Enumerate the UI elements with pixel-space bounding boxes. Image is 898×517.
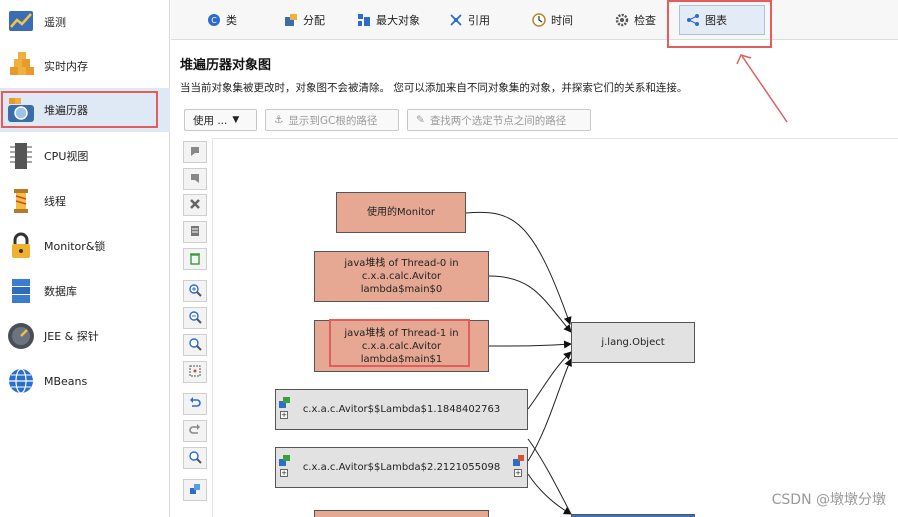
allocation-icon	[284, 13, 298, 27]
edge-lambda1-object	[527, 351, 572, 410]
watermark: CSDN @墩墩分墩	[771, 492, 886, 508]
remove-node-button[interactable]	[183, 194, 207, 216]
database-icon	[6, 276, 36, 306]
page-title: 堆遍历器对象图	[180, 58, 272, 73]
caret-down-icon: ▼	[232, 115, 240, 125]
redo-icon	[188, 423, 202, 440]
probe-icon	[6, 321, 36, 351]
edge-lambda2-down	[527, 473, 572, 515]
zoom-in-button[interactable]	[183, 280, 207, 302]
svg-text:C: C	[211, 16, 217, 25]
sidebar-item-monitor-locks[interactable]: Monitor&锁	[0, 224, 170, 268]
layout-button[interactable]	[183, 479, 207, 501]
fit-icon	[188, 364, 202, 381]
class-node-icon	[279, 455, 290, 466]
search-button[interactable]	[183, 447, 207, 469]
edge-lambda1-down	[527, 438, 572, 515]
undo-icon	[188, 396, 202, 413]
clear-button[interactable]	[183, 248, 207, 270]
find-path-button[interactable]: ✎ 查找两个选定节点之间的路径	[407, 109, 591, 131]
add-incoming-icon	[188, 144, 202, 161]
threads-icon	[6, 186, 36, 216]
sidebar-item-heap-walker[interactable]: 堆遍历器	[0, 88, 170, 132]
expand-plus-icon[interactable]: +	[280, 469, 288, 477]
sidebar-item-threads[interactable]: 线程	[0, 179, 170, 223]
class-node-icon	[279, 397, 290, 408]
tab-biggest-objects[interactable]: 最大对象	[351, 5, 426, 35]
layout-icon	[188, 482, 202, 499]
anchor-icon: ⚓	[274, 114, 284, 126]
gear-icon	[615, 13, 629, 27]
zoom-reset-button[interactable]	[183, 334, 207, 356]
heap-walker-highlight-box	[1, 91, 158, 128]
expand-plus-icon[interactable]: +	[280, 411, 288, 419]
zoom-out-button[interactable]	[183, 307, 207, 329]
pencil-icon: ✎	[416, 114, 425, 126]
node-thread0-stack[interactable]: java堆栈 of Thread-0 in c.x.a.calc.Avitor …	[314, 251, 489, 302]
expand-plus-icon[interactable]: +	[514, 469, 522, 477]
globe-icon	[6, 366, 36, 396]
view-tabs: C 类 分配 最大对象 引用 时间 检查 图表	[171, 0, 898, 40]
telemetry-icon	[6, 7, 36, 37]
trash-icon	[188, 251, 202, 268]
thread1-highlight-box	[329, 319, 470, 367]
node-object[interactable]: j.lang.Object	[571, 322, 695, 363]
zoom-out-icon	[188, 310, 202, 327]
edge-thread1-object	[488, 340, 572, 349]
list-button[interactable]	[183, 221, 207, 243]
list-icon	[188, 224, 202, 241]
edge-monitor-object	[465, 211, 572, 325]
zoom-100-icon	[188, 337, 202, 354]
object-graph-canvas[interactable]: 使用的Monitor java堆栈 of Thread-0 in c.x.a.c…	[212, 138, 898, 517]
close-icon	[188, 197, 202, 214]
node-lambda1[interactable]: + c.x.a.c.Avitor$$Lambda$1.1848402763	[275, 389, 528, 430]
sidebar-item-cpu-view[interactable]: CPU视图	[0, 134, 170, 178]
add-outgoing-icon	[188, 171, 202, 188]
graph-tab-highlight-box	[667, 0, 772, 48]
graph-edges	[465, 211, 572, 515]
sidebar-item-database[interactable]: 数据库	[0, 269, 170, 313]
tab-classes[interactable]: C 类	[201, 5, 243, 35]
tab-time[interactable]: 时间	[526, 5, 579, 35]
references-icon	[449, 13, 463, 27]
heap-walker-icon	[6, 95, 36, 125]
sidebar-item-telemetry[interactable]: 遥测	[0, 0, 170, 44]
sidebar-item-jee-probes[interactable]: JEE & 探针	[0, 314, 170, 358]
fit-content-button[interactable]	[183, 361, 207, 383]
undo-button[interactable]	[183, 393, 207, 415]
zoom-in-icon	[188, 283, 202, 300]
clock-icon	[532, 13, 546, 27]
tab-references[interactable]: 引用	[443, 5, 496, 35]
edge-lambda2-object	[527, 358, 572, 462]
sidebar: 遥测 实时内存 堆遍历器 CPU视图 线程	[0, 0, 170, 517]
node-partial-warm[interactable]	[314, 510, 489, 517]
tab-allocations[interactable]: 分配	[278, 5, 331, 35]
outgoing-ref-icon	[513, 455, 524, 466]
tab-inspections[interactable]: 检查	[609, 5, 662, 35]
biggest-objects-icon	[357, 13, 371, 27]
sidebar-item-mbeans[interactable]: MBeans	[0, 359, 170, 403]
node-partial-blue[interactable]	[571, 514, 695, 517]
live-memory-icon	[6, 51, 36, 81]
redo-button[interactable]	[183, 420, 207, 442]
show-gc-root-button[interactable]: ⚓ 显示到GC根的路径	[265, 109, 399, 131]
node-monitor[interactable]: 使用的Monitor	[336, 192, 466, 233]
node-lambda2[interactable]: + + c.x.a.c.Avitor$$Lambda$2.2121055098	[275, 447, 528, 488]
cpu-icon	[6, 141, 36, 171]
edge-thread0-object	[488, 275, 572, 333]
graph-icon	[686, 13, 700, 27]
node-thread1-stack[interactable]: java堆栈 of Thread-1 in c.x.a.calc.Avitor …	[314, 320, 489, 372]
add-incoming-button[interactable]	[183, 141, 207, 163]
class-icon: C	[207, 13, 221, 27]
sidebar-item-live-memory[interactable]: 实时内存	[0, 44, 170, 88]
lock-icon	[6, 231, 36, 261]
tab-graph[interactable]: 图表	[679, 5, 765, 35]
page-description: 当当前对象集被更改时，对象图不会被清除。 您可以添加来自不同对象集的对象，并探索…	[180, 82, 688, 94]
use-dropdown-button[interactable]: 使用 ... ▼	[184, 109, 257, 131]
search-icon	[188, 450, 202, 467]
add-outgoing-button[interactable]	[183, 168, 207, 190]
